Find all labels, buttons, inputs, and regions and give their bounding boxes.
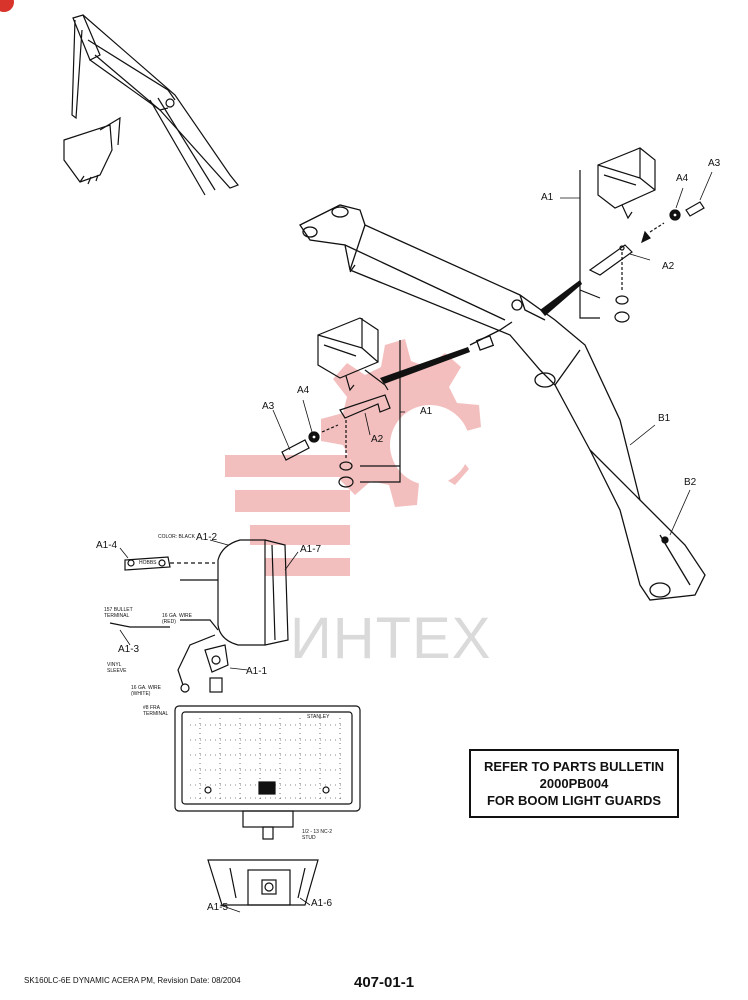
bracket-detail [207,859,319,906]
watermark-text: ИНТЕХ [290,606,492,671]
lamp-detail-front [174,705,361,840]
note-lens-mark: STANLEY [307,714,330,720]
note-color-black: COLOR: BLACK [158,534,195,540]
footer-page-number: 407-01-1 [354,974,415,991]
parts-bulletin-note: REFER TO PARTS BULLETIN 2000PB004 FOR BO… [469,749,679,818]
label-a2-lower: A2 [371,434,384,445]
label-a4-upper: A4 [676,173,689,184]
label-a4-lower: A4 [297,385,310,396]
note-line-2: 2000PB004 [539,776,609,791]
label-a1-4: A1-4 [96,540,118,551]
label-a1-7: A1-7 [300,544,322,555]
watermark-gear-icon [225,339,481,576]
label-a1-lower: A1 [420,406,433,417]
note-line-3: FOR BOOM LIGHT GUARDS [486,793,662,808]
label-b2: B2 [684,477,697,488]
label-a1-1: A1-1 [246,666,268,677]
label-a1-5: A1-5 [207,902,229,913]
leader-lines [119,171,713,913]
label-a1-upper: A1 [541,192,554,203]
note-vinyl-sleeve: VINYL SLEEVE [107,662,127,674]
label-a2-upper: A2 [662,261,675,272]
note-hobbs: HOBBS [139,560,157,566]
label-a3-upper: A3 [708,158,721,169]
note-line-1: REFER TO PARTS BULLETIN [483,759,665,774]
boom-drawing [299,204,706,601]
corner-badge-icon [0,0,14,12]
pointer-arrows [380,280,582,384]
upper-work-light [579,147,705,323]
lamp-detail-side [109,539,289,693]
note-wire-white: 16 GA. WIRE (WHITE) [131,685,162,697]
label-a1-6: A1-6 [311,898,333,909]
note-ring-terminal: #8 FRA TERMINAL [143,705,169,717]
note-bullet-terminal: 157 BULLET TERMINAL [104,607,133,619]
label-a1-3: A1-3 [118,644,140,655]
label-a3-lower: A3 [262,401,275,412]
lower-work-light [281,317,401,488]
note-wire-red: 16 GA. WIRE (RED) [162,613,193,625]
excavator-thumbnail [63,14,239,196]
footer-document-info: SK160LC-6E DYNAMIC ACERA PM, Revision Da… [24,976,241,985]
label-b1: B1 [658,413,671,424]
note-stud: 1/2 - 13 NC-2 STUD [302,829,333,841]
label-a1-2: A1-2 [196,532,218,543]
